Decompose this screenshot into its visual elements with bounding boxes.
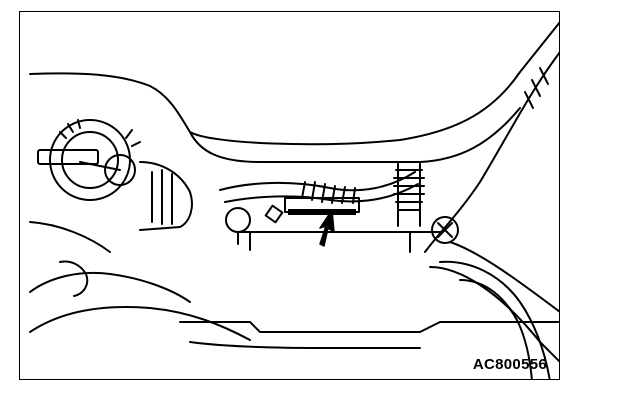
clip: [264, 204, 284, 224]
hose-left-upper: [29, 221, 111, 253]
harness-loom: [219, 171, 416, 192]
fender-curve: [429, 266, 559, 363]
corrugated-tube-sides: [397, 161, 421, 227]
bracket-block: [37, 149, 99, 165]
pointer-arrow: [319, 209, 335, 247]
engine-bay-illustration: [29, 21, 559, 379]
harness-loom-2: [224, 183, 419, 203]
fender-outline: [424, 51, 559, 253]
hood-outline: [29, 21, 559, 146]
lower-panel-2: [189, 341, 421, 349]
alternator-body: [139, 161, 193, 231]
connector-bar: [288, 209, 356, 215]
alternator-ribs: [151, 169, 173, 225]
fender-lower: [449, 241, 559, 313]
pulley-fins: [59, 119, 141, 147]
figure-code: AC800556: [472, 356, 547, 373]
lower-panel: [179, 321, 559, 333]
hose-left-bottom: [29, 306, 251, 341]
harness-wraps: [301, 181, 356, 204]
sensor-ring: [225, 207, 251, 233]
bolt-cross: [437, 222, 453, 238]
pulley-mid: [61, 131, 119, 189]
corrugated-tube: [393, 161, 425, 211]
hose-right: [439, 260, 551, 379]
hood-inner-line: [189, 107, 521, 163]
lower-frame: [239, 231, 441, 253]
pulley-hub: [104, 154, 136, 186]
diagram-frame: AC800556: [19, 11, 560, 380]
hose-left-lower: [29, 271, 191, 303]
fender-edge: [524, 67, 549, 109]
duct-left: [59, 260, 89, 297]
bolt-head: [431, 216, 459, 244]
